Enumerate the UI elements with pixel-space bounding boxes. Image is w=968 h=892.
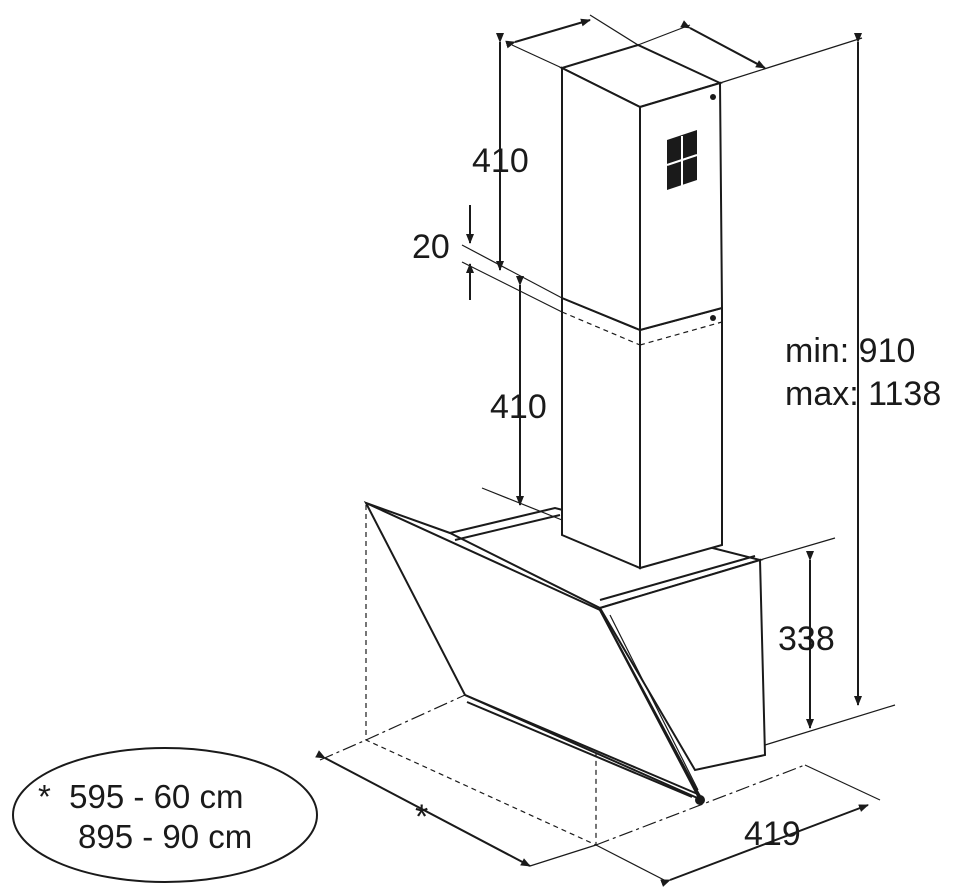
width-note-line-1: * 595 - 60 cm [38, 778, 243, 815]
overlap-dimension: 20 [412, 228, 450, 266]
width-asterisk-marker: * [415, 798, 428, 836]
total-height-max: max: 1138 [785, 375, 941, 413]
body-height-dimension: 338 [778, 620, 835, 658]
width-note-line-2: 895 - 90 cm [78, 818, 252, 855]
lower-chimney-dimension: 410 [490, 388, 547, 426]
width-note: * 595 - 60 cm 895 - 90 cm [12, 747, 318, 883]
vent-grille-icon [666, 130, 698, 190]
hood-body [319, 500, 806, 846]
dimension-lines [315, 14, 896, 887]
depth-dimension: 419 [744, 815, 801, 853]
total-height-min: min: 910 [785, 332, 915, 370]
upper-chimney-dimension: 410 [472, 142, 529, 180]
chimney [559, 43, 724, 570]
